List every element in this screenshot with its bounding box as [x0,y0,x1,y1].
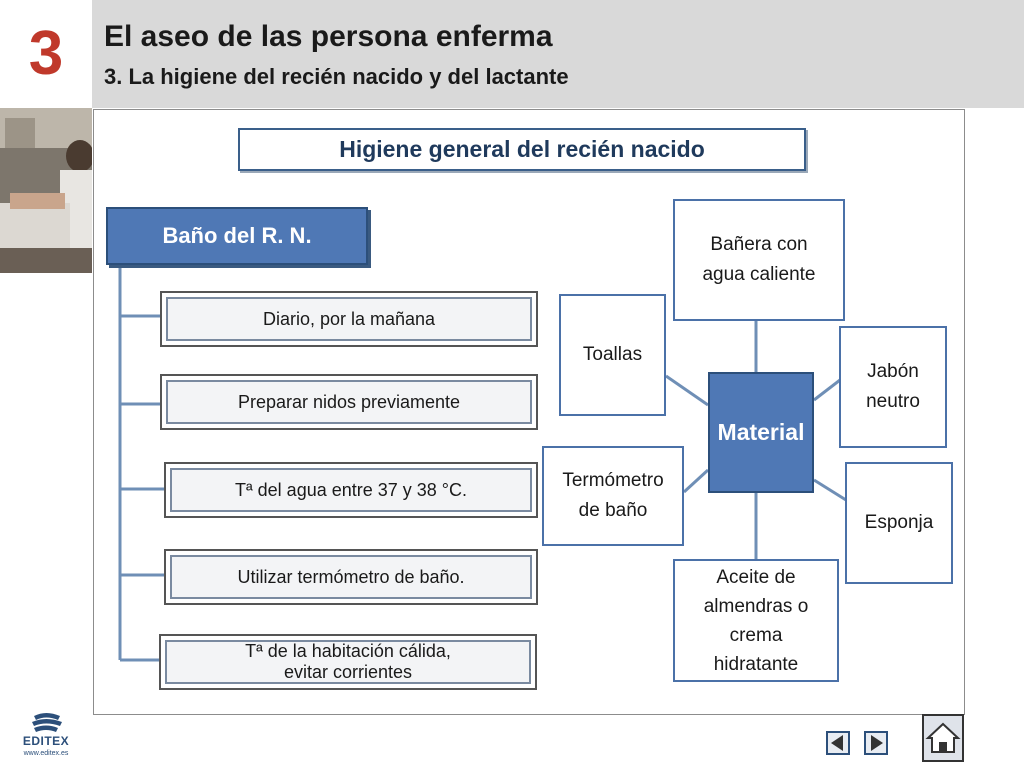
bath-item-room-temp: Tª de la habitación cálida, evitar corri… [159,634,537,690]
chapter-number: 3 [28,19,64,88]
chapter-badge: 3 [0,0,92,108]
bath-item-water-temp: Tª del agua entre 37 y 38 °C. [164,462,538,518]
home-icon [925,722,961,753]
logo-url: www.editex.es [23,750,69,757]
material-soap: Jabón neutro [839,326,947,448]
diagram-heading: Higiene general del recién nacido [238,128,806,171]
material-sponge: Esponja [845,462,953,584]
logo-text: EDITEX [22,734,70,748]
bath-title-box: Baño del R. N. [106,207,368,265]
material-thermometer: Termómetro de baño [542,446,684,546]
editex-logo-icon [32,713,62,732]
prev-arrow-icon [831,735,843,751]
slide-header: 3 El aseo de las persona enferma 3. La h… [0,0,1024,108]
next-button[interactable] [864,731,888,755]
material-oil: Aceite de almendras o crema hidratante [673,559,839,682]
material-towels: Toallas [559,294,666,416]
editex-logo: EDITEX www.editex.es [20,712,72,762]
page-subtitle: 3. La higiene del recién nacido y del la… [104,64,569,89]
home-button[interactable] [922,714,964,762]
page-title: El aseo de las persona enferma [104,20,553,53]
bath-item-daily: Diario, por la mañana [160,291,538,347]
next-arrow-icon [871,735,883,751]
title-area: El aseo de las persona enferma 3. La hig… [92,0,1024,108]
material-center-box: Material [708,372,814,493]
nursing-photo [0,108,92,273]
bath-item-thermometer: Utilizar termómetro de baño. [164,549,538,605]
material-tub: Bañera con agua caliente [673,199,845,321]
prev-button[interactable] [826,731,850,755]
bath-item-prepare: Preparar nidos previamente [160,374,538,430]
